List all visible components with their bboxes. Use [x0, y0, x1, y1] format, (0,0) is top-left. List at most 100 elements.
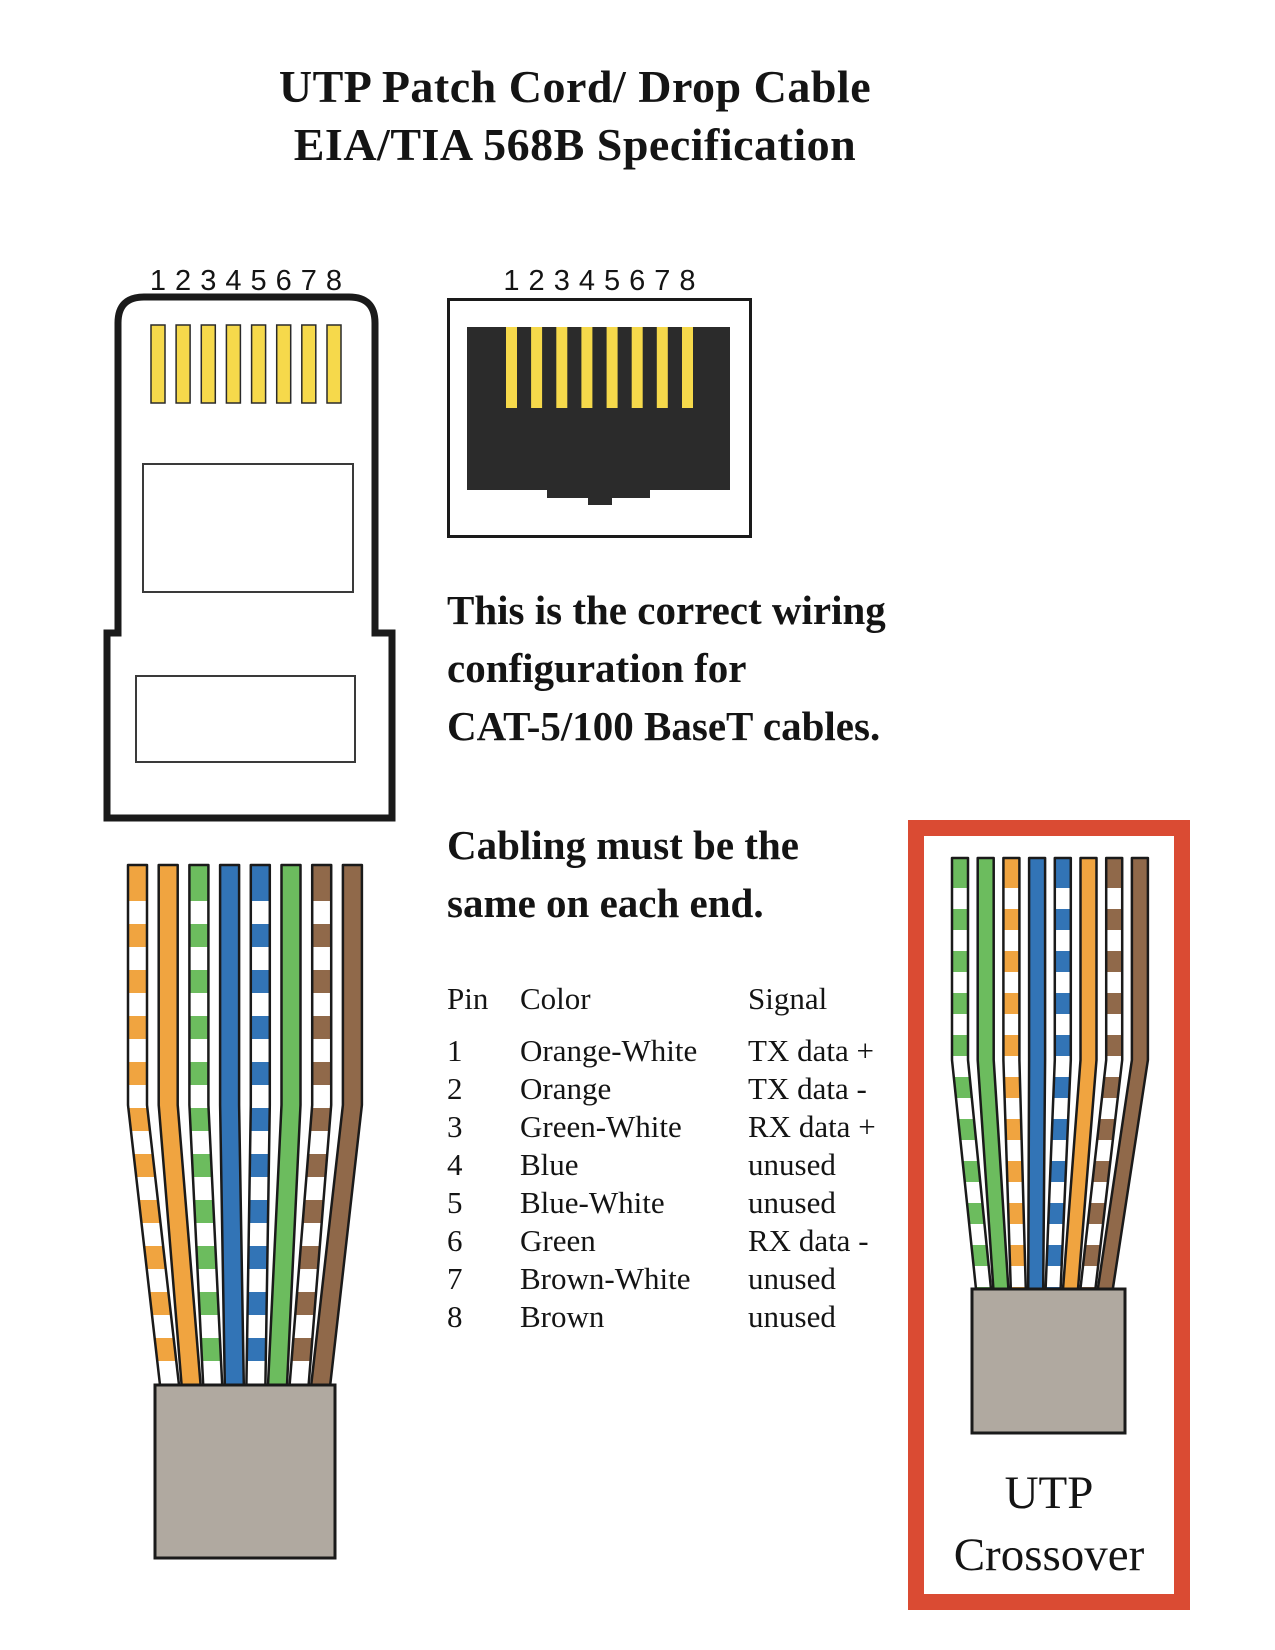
- signal-cell: unused: [748, 1299, 836, 1334]
- title-line-1: UTP Patch Cord/ Drop Cable: [278, 61, 872, 112]
- cabling-note: Cabling must be the same on each end.: [447, 816, 967, 932]
- jack-pin-number: 4: [579, 265, 595, 297]
- table-row: 8 Brown unused: [447, 1298, 907, 1336]
- color-cell: Green-White: [520, 1109, 682, 1144]
- plug-pin-number: 6: [276, 265, 292, 297]
- wiring-note-line2: configuration for: [447, 645, 747, 691]
- plug-pin: [225, 324, 242, 404]
- title-line-2: EIA/TIA 568B Specification: [293, 119, 857, 170]
- wire-blue: [1028, 858, 1046, 1289]
- pin-table-body: 1 Orange-White TX data + 2 Orange TX dat…: [447, 1032, 907, 1336]
- wiring-note-line1: This is the correct wiring: [447, 587, 886, 633]
- pin-number-cell: 3: [447, 1109, 463, 1144]
- jack-pin: [631, 327, 643, 408]
- pin-number-cell: 6: [447, 1223, 463, 1258]
- color-cell: Blue: [520, 1147, 579, 1182]
- color-cell: Brown: [520, 1299, 605, 1334]
- jack-pin-number: 5: [604, 265, 620, 297]
- plug-pin: [326, 324, 342, 404]
- jack-pin-number: 7: [654, 265, 670, 297]
- pin-table-header: Pin Color Signal: [447, 980, 907, 1018]
- plug-pin-number: 3: [200, 265, 216, 297]
- table-row: 1 Orange-White TX data +: [447, 1032, 907, 1070]
- plug-pin-number: 1: [150, 265, 166, 297]
- plug-pin-number: 7: [301, 265, 317, 297]
- table-row: 3 Green-White RX data +: [447, 1108, 907, 1146]
- pin-number-cell: 5: [447, 1185, 463, 1220]
- pin-number-cell: 1: [447, 1033, 463, 1068]
- color-cell: Orange: [520, 1071, 612, 1106]
- table-row: 7 Brown-White unused: [447, 1260, 907, 1298]
- crossover-label-line1: UTP: [1004, 1467, 1094, 1519]
- cable-jacket: [970, 1287, 1127, 1435]
- wire-brown: [311, 865, 362, 1385]
- pin-table: Pin Color Signal 1 Orange-White TX data …: [447, 980, 907, 1336]
- color-cell: Orange-White: [520, 1033, 698, 1068]
- signal-cell: unused: [748, 1147, 836, 1182]
- plug-pin: [250, 324, 267, 404]
- table-row: 4 Blue unused: [447, 1146, 907, 1184]
- plug-pin-number: 4: [225, 265, 241, 297]
- crossover-label-line2: Crossover: [953, 1529, 1145, 1581]
- header-pin: Pin: [447, 981, 489, 1016]
- plug-pin-number: 8: [326, 265, 342, 297]
- wire-green-white: [952, 858, 991, 1289]
- jack-pin: [531, 327, 543, 408]
- header-signal: Signal: [748, 981, 828, 1016]
- page-title: UTP Patch Cord/ Drop Cable EIA/TIA 568B …: [90, 58, 1060, 174]
- plug-pin: [150, 324, 166, 404]
- signal-cell: unused: [748, 1261, 836, 1296]
- header-color: Color: [520, 981, 591, 1016]
- color-cell: Green: [520, 1223, 596, 1258]
- pin-number-cell: 2: [447, 1071, 463, 1106]
- jack-pin: [506, 327, 517, 408]
- signal-cell: RX data -: [748, 1223, 869, 1258]
- table-row: 2 Orange TX data -: [447, 1070, 907, 1108]
- pin-number-cell: 4: [447, 1147, 463, 1182]
- plug-window-upper: [142, 463, 354, 593]
- cabling-note-line1: Cabling must be the: [447, 822, 799, 868]
- color-cell: Brown-White: [520, 1261, 691, 1296]
- color-cell: Blue-White: [520, 1185, 665, 1220]
- pin-number-cell: 8: [447, 1299, 463, 1334]
- jack-pin: [581, 327, 593, 408]
- utp-crossover-box: UTP Crossover: [908, 820, 1190, 1610]
- plug-pin: [275, 324, 292, 404]
- straight-cable-svg: [126, 863, 364, 1560]
- wiring-note-line3: CAT-5/100 BaseT cables.: [447, 703, 881, 749]
- wire-orange: [158, 865, 201, 1385]
- jack-pin-number: 8: [679, 265, 695, 297]
- cabling-note-line2: same on each end.: [447, 880, 764, 926]
- jack-pin: [656, 327, 668, 408]
- table-row: 6 Green RX data -: [447, 1222, 907, 1260]
- signal-cell: TX data -: [748, 1071, 867, 1106]
- plug-pin-number: 2: [175, 265, 191, 297]
- wire-brown-white: [1080, 858, 1123, 1289]
- plug-window-lower: [135, 675, 356, 763]
- signal-cell: TX data +: [748, 1033, 874, 1068]
- jack-pin: [682, 327, 693, 408]
- plug-pin: [175, 324, 191, 404]
- signal-cell: RX data +: [748, 1109, 876, 1144]
- table-row: 5 Blue-White unused: [447, 1184, 907, 1222]
- wiring-note: This is the correct wiring configuration…: [447, 581, 1007, 755]
- crossover-label: UTP Crossover: [924, 1462, 1174, 1586]
- jack-pin-number: 6: [629, 265, 645, 297]
- crossover-cable-svg: [950, 856, 1150, 1435]
- pin-number-cell: 7: [447, 1261, 463, 1296]
- straight-cable-diagram: [110, 855, 380, 1565]
- plug-pin: [301, 324, 317, 404]
- cable-jacket: [153, 1383, 337, 1560]
- jack-pin-number: 1: [503, 265, 519, 297]
- jack-pin-number: 3: [554, 265, 570, 297]
- jack-pin-number: 2: [529, 265, 545, 297]
- plug-pin-number: 5: [251, 265, 267, 297]
- jack-pin: [556, 327, 568, 408]
- signal-cell: unused: [748, 1185, 836, 1220]
- jack-pin: [606, 327, 618, 408]
